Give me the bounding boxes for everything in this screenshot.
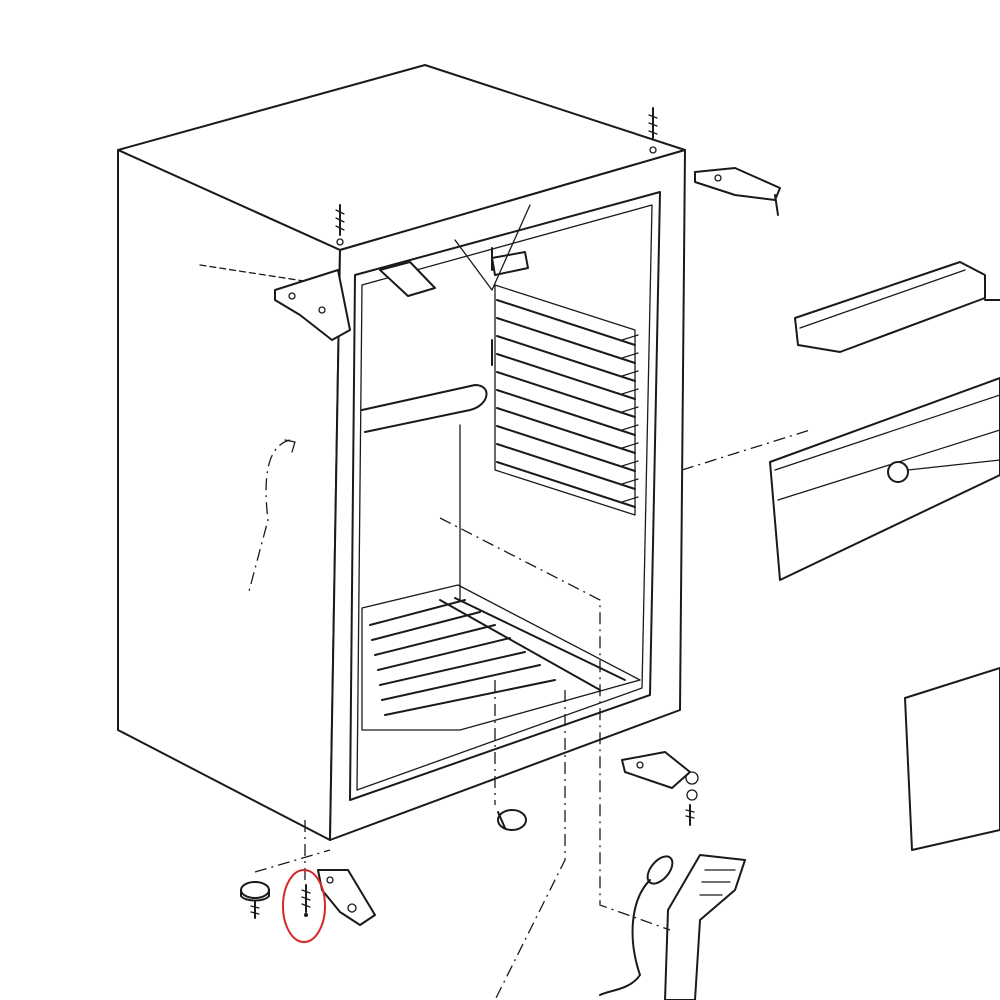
door-shelf [794,261,1000,353]
highlight-ring [282,869,326,943]
door-panel [904,667,1000,851]
refrigerator-cabinet [117,64,686,841]
thermostat-knob [494,680,527,831]
top-hinge-right [694,167,781,216]
bottom-hinge-right [621,751,699,826]
evaporator-plate [491,247,639,516]
top-screw-right [648,107,658,154]
shelf-ledge [361,384,488,601]
top-hinge-left [274,261,436,341]
hinge-screw [301,884,311,917]
control-panel [681,377,1000,581]
lamp-assembly [599,854,746,1000]
bottom-hinge-left [317,869,376,926]
top-bracket-inner [454,204,531,291]
top-screw-left [335,204,345,246]
adjustable-foot [240,881,270,919]
floor-grille [361,584,641,731]
